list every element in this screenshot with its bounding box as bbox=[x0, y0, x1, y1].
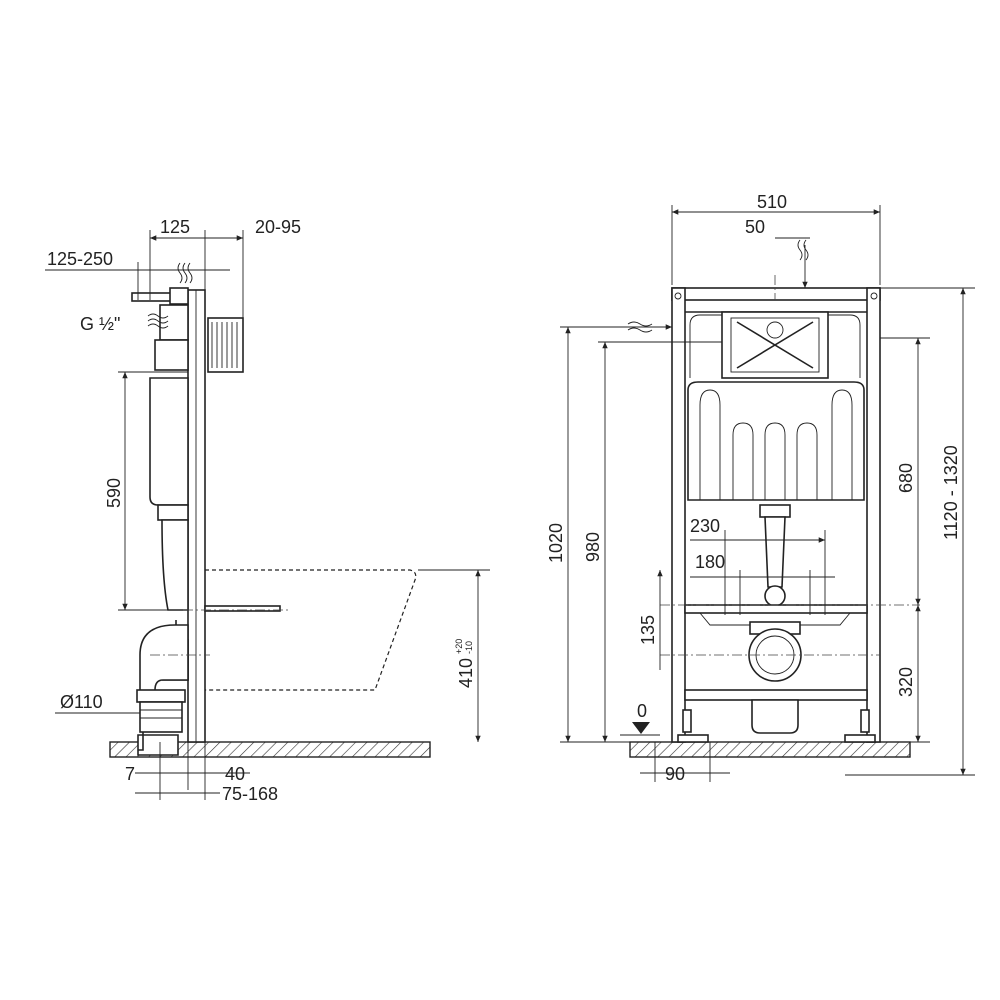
dim-g-half: G ½" bbox=[80, 314, 120, 334]
dim-75-168: 75-168 bbox=[222, 784, 278, 804]
floor-hatch bbox=[109, 741, 431, 758]
dim-410-tol-plus: +20 bbox=[454, 639, 464, 654]
dim-410-tol-minus: -10 bbox=[464, 641, 474, 654]
dim-110: Ø110 bbox=[60, 692, 103, 712]
dim-125: 125 bbox=[160, 217, 190, 237]
dim-40: 40 bbox=[225, 764, 245, 784]
floor-hatch-front bbox=[629, 741, 911, 758]
dim-1120-1320: 1120 - 1320 bbox=[941, 445, 961, 540]
cistern-front bbox=[687, 381, 865, 501]
cistern bbox=[149, 377, 189, 506]
dim-50: 50 bbox=[745, 217, 765, 237]
dim-230: 230 bbox=[690, 516, 720, 536]
dim-510: 510 bbox=[757, 192, 787, 212]
flush-box bbox=[207, 317, 244, 373]
dim-1020: 1020 bbox=[546, 523, 566, 563]
frame-outer bbox=[671, 287, 881, 301]
side-view: 125 20-95 125-250 G ½" 590 Ø110 7 40 75-… bbox=[45, 217, 490, 804]
dim-20-95: 20-95 bbox=[255, 217, 301, 237]
dim-180: 180 bbox=[695, 552, 725, 572]
dim-125-250: 125-250 bbox=[47, 249, 113, 269]
dim-590: 590 bbox=[104, 478, 124, 508]
dim-90: 90 bbox=[665, 764, 685, 784]
frame-post bbox=[187, 289, 206, 743]
dim-320: 320 bbox=[896, 667, 916, 697]
dim-980: 980 bbox=[583, 532, 603, 562]
dim-410: 410 bbox=[456, 658, 476, 688]
wc-bowl bbox=[205, 569, 417, 691]
dim-7: 7 bbox=[125, 764, 135, 784]
dim-135: 135 bbox=[638, 615, 658, 645]
dim-680: 680 bbox=[896, 463, 916, 493]
front-view: 510 50 1020 980 230 180 135 680 320 1120… bbox=[546, 192, 975, 784]
dim-0-floor-level: 0 bbox=[637, 701, 647, 721]
